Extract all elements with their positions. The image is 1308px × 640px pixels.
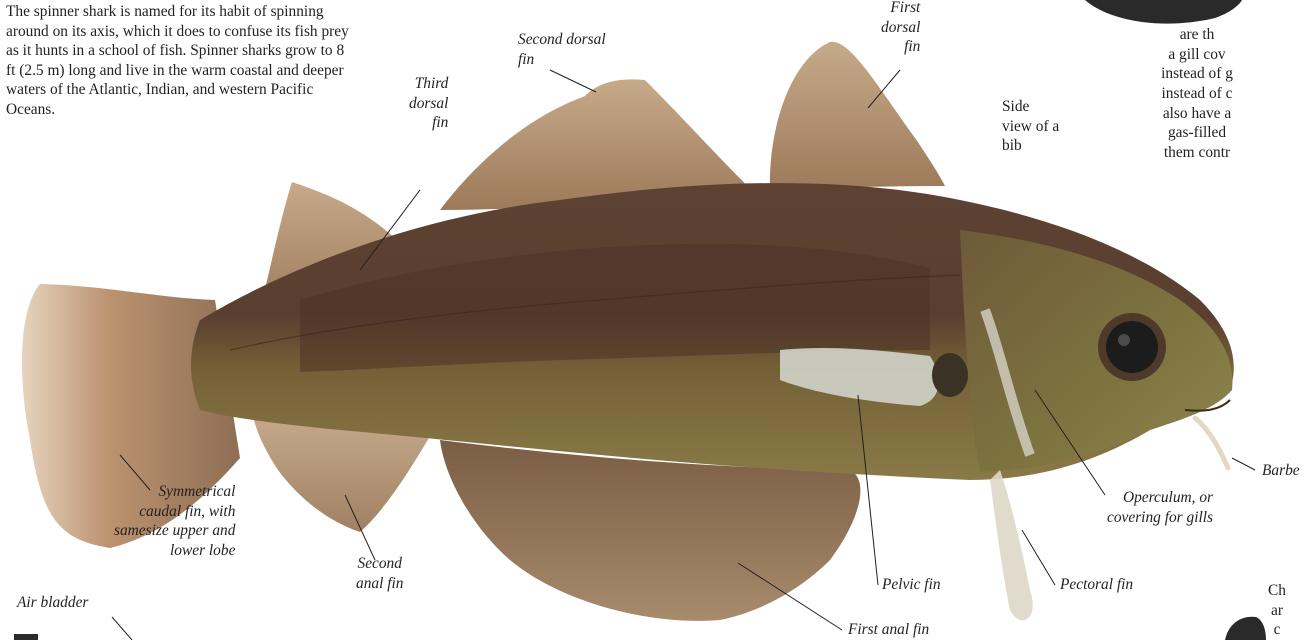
label-barbel: Barbe — [1262, 461, 1300, 481]
first-dorsal-fin-shape — [770, 42, 945, 190]
label-line: samesize upper and — [114, 521, 235, 541]
cropped-shape-bottom-right — [1225, 617, 1266, 640]
leader-barbel — [1232, 458, 1255, 470]
leader-air-bladder — [112, 617, 132, 640]
label-line: fin — [881, 37, 920, 57]
label-second-dorsal-fin: Second dorsal fin — [518, 30, 606, 69]
label-caudal-fin: Symmetrical caudal fin, with samesize up… — [114, 482, 235, 560]
label-line: Second — [356, 554, 403, 574]
label-line: Symmetrical — [114, 482, 235, 502]
label-line: dorsal — [881, 18, 920, 38]
label-pelvic-fin: Pelvic fin — [882, 575, 941, 595]
label-air-bladder: Air bladder — [17, 593, 88, 613]
label-line: Second dorsal — [518, 30, 606, 50]
label-line: fin — [518, 50, 606, 70]
label-line: lower lobe — [114, 541, 235, 561]
label-first-anal-fin: First anal fin — [848, 620, 929, 640]
label-second-anal-fin: Second anal fin — [356, 554, 403, 593]
label-line: Operculum, or — [1107, 488, 1213, 508]
label-line: First — [881, 0, 920, 18]
label-first-dorsal-fin: First dorsal fin — [881, 0, 920, 57]
barbel-shape — [1195, 418, 1228, 468]
label-operculum: Operculum, or covering for gills — [1107, 488, 1213, 527]
leader-second-dorsal — [550, 70, 596, 92]
label-pectoral-fin: Pectoral fin — [1060, 575, 1133, 595]
air-bladder-crop — [14, 634, 38, 640]
label-line: Third — [409, 74, 448, 94]
label-line: caudal fin, with — [114, 502, 235, 522]
label-line: dorsal — [409, 94, 448, 114]
label-third-dorsal-fin: Third dorsal fin — [409, 74, 448, 133]
eye-iris — [1106, 321, 1158, 373]
label-line: anal fin — [356, 574, 403, 594]
label-line: fin — [409, 113, 448, 133]
pelvic-fin-shape — [990, 470, 1033, 620]
cropped-shape-top-right — [1085, 0, 1242, 24]
eye-highlight — [1118, 334, 1130, 346]
pectoral-fin-base — [932, 353, 968, 397]
label-line: covering for gills — [1107, 508, 1213, 528]
